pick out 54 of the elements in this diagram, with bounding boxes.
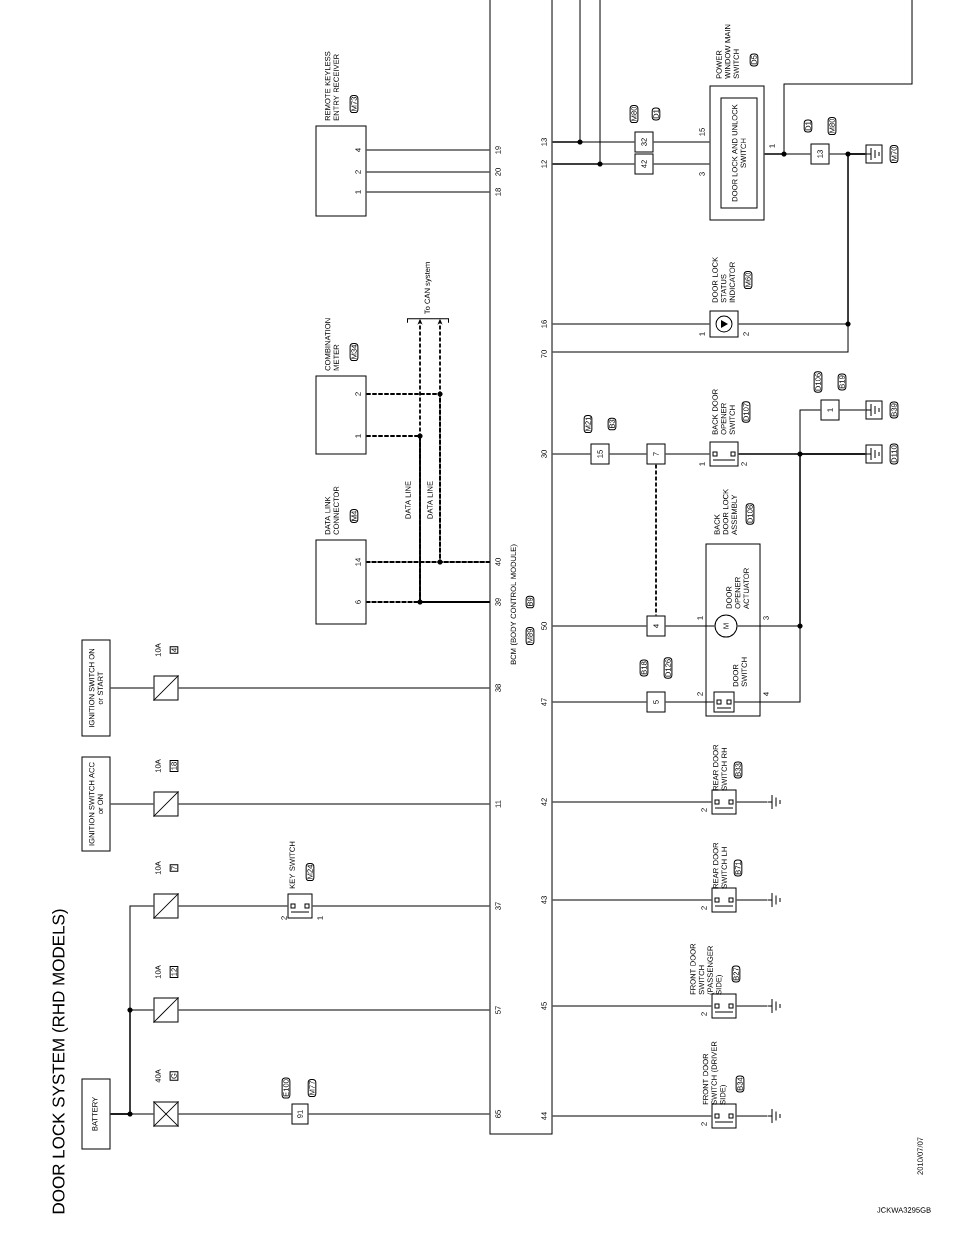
wire — [366, 171, 490, 173]
ground-symbol — [865, 144, 883, 164]
ground-symbol — [865, 400, 883, 420]
dashed-wire — [365, 393, 441, 563]
ground-symbol — [767, 1108, 781, 1124]
wire — [653, 163, 710, 165]
ground-symbol — [767, 794, 781, 810]
fuse-symbol — [153, 791, 179, 817]
wire — [665, 701, 714, 703]
ground-symbol — [767, 892, 781, 908]
wire — [552, 801, 712, 803]
wire — [665, 625, 715, 627]
wire — [110, 905, 154, 1115]
wire — [552, 1115, 712, 1117]
wire — [764, 0, 913, 155]
fuse-symbol — [153, 675, 179, 701]
wire — [366, 149, 490, 151]
wire — [552, 625, 647, 627]
wire — [110, 687, 154, 689]
fuse-symbol — [153, 893, 179, 919]
dashed-wire — [655, 463, 657, 617]
wire — [734, 453, 866, 703]
wire — [665, 453, 710, 455]
ground-symbol — [865, 444, 883, 464]
wire — [178, 1113, 292, 1115]
wire — [736, 1005, 768, 1007]
wire — [738, 409, 821, 455]
wire — [736, 899, 768, 901]
wire — [552, 453, 591, 455]
wire — [178, 803, 490, 805]
wire — [312, 905, 490, 907]
wire — [308, 1113, 490, 1115]
ground-symbol — [767, 998, 781, 1014]
wire — [552, 323, 710, 325]
wire — [552, 0, 601, 165]
wire — [653, 141, 710, 143]
wire — [552, 899, 712, 901]
wire — [609, 453, 647, 455]
title: DOOR LOCK SYSTEM (RHD MODELS) — [52, 909, 68, 1214]
wire — [110, 803, 154, 805]
wire — [552, 0, 581, 143]
wire — [552, 701, 647, 703]
wire — [552, 1005, 712, 1007]
wire — [736, 1115, 768, 1117]
fuse-symbol — [153, 1101, 179, 1127]
dashed-wire — [365, 435, 421, 603]
wire — [178, 905, 288, 907]
wire — [552, 153, 866, 353]
wire — [736, 801, 768, 803]
fuse-symbol — [153, 997, 179, 1023]
wire — [366, 191, 490, 193]
wire — [839, 409, 866, 411]
wire — [178, 687, 490, 689]
wire — [178, 1009, 490, 1011]
